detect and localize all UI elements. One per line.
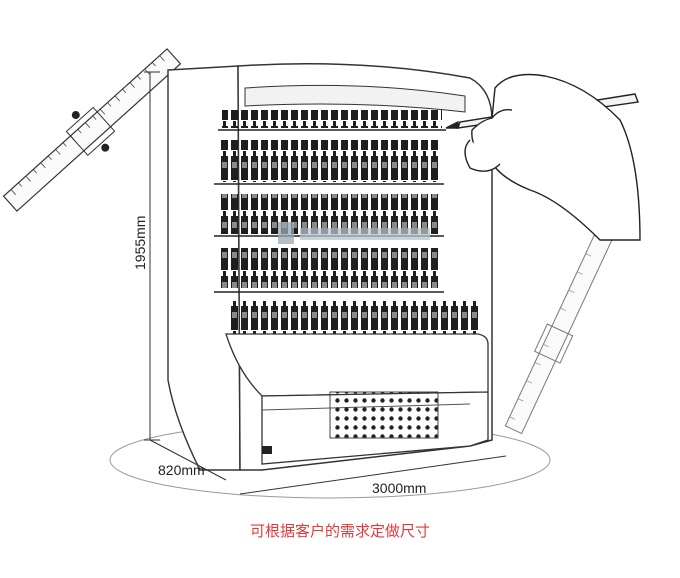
- ruler-left-icon: [2, 48, 182, 212]
- ruler-right-icon: [504, 225, 616, 435]
- width-dimension-line: [239, 455, 507, 495]
- shelf-4: [220, 248, 438, 288]
- shelf-2: [218, 140, 440, 182]
- depth-dimension-label: 820mm: [158, 462, 205, 478]
- cabinet-front-base: [225, 333, 489, 397]
- shelf-3: [218, 194, 440, 234]
- custom-size-caption: 可根据客户的需求定做尺寸: [249, 522, 430, 540]
- hand-with-pencil-icon: [445, 73, 641, 241]
- height-dimension-label: 1955mm: [132, 215, 148, 270]
- cabinet-canopy: [244, 84, 466, 113]
- vent-grille: [329, 391, 439, 439]
- shelf-1: [222, 110, 442, 128]
- width-dimension-label: 3000mm: [372, 480, 427, 496]
- nameplate: [262, 446, 272, 454]
- depth-dimension-line: [149, 439, 227, 481]
- height-dimension-line: [144, 71, 160, 441]
- brand-watermark-logo: [278, 222, 430, 244]
